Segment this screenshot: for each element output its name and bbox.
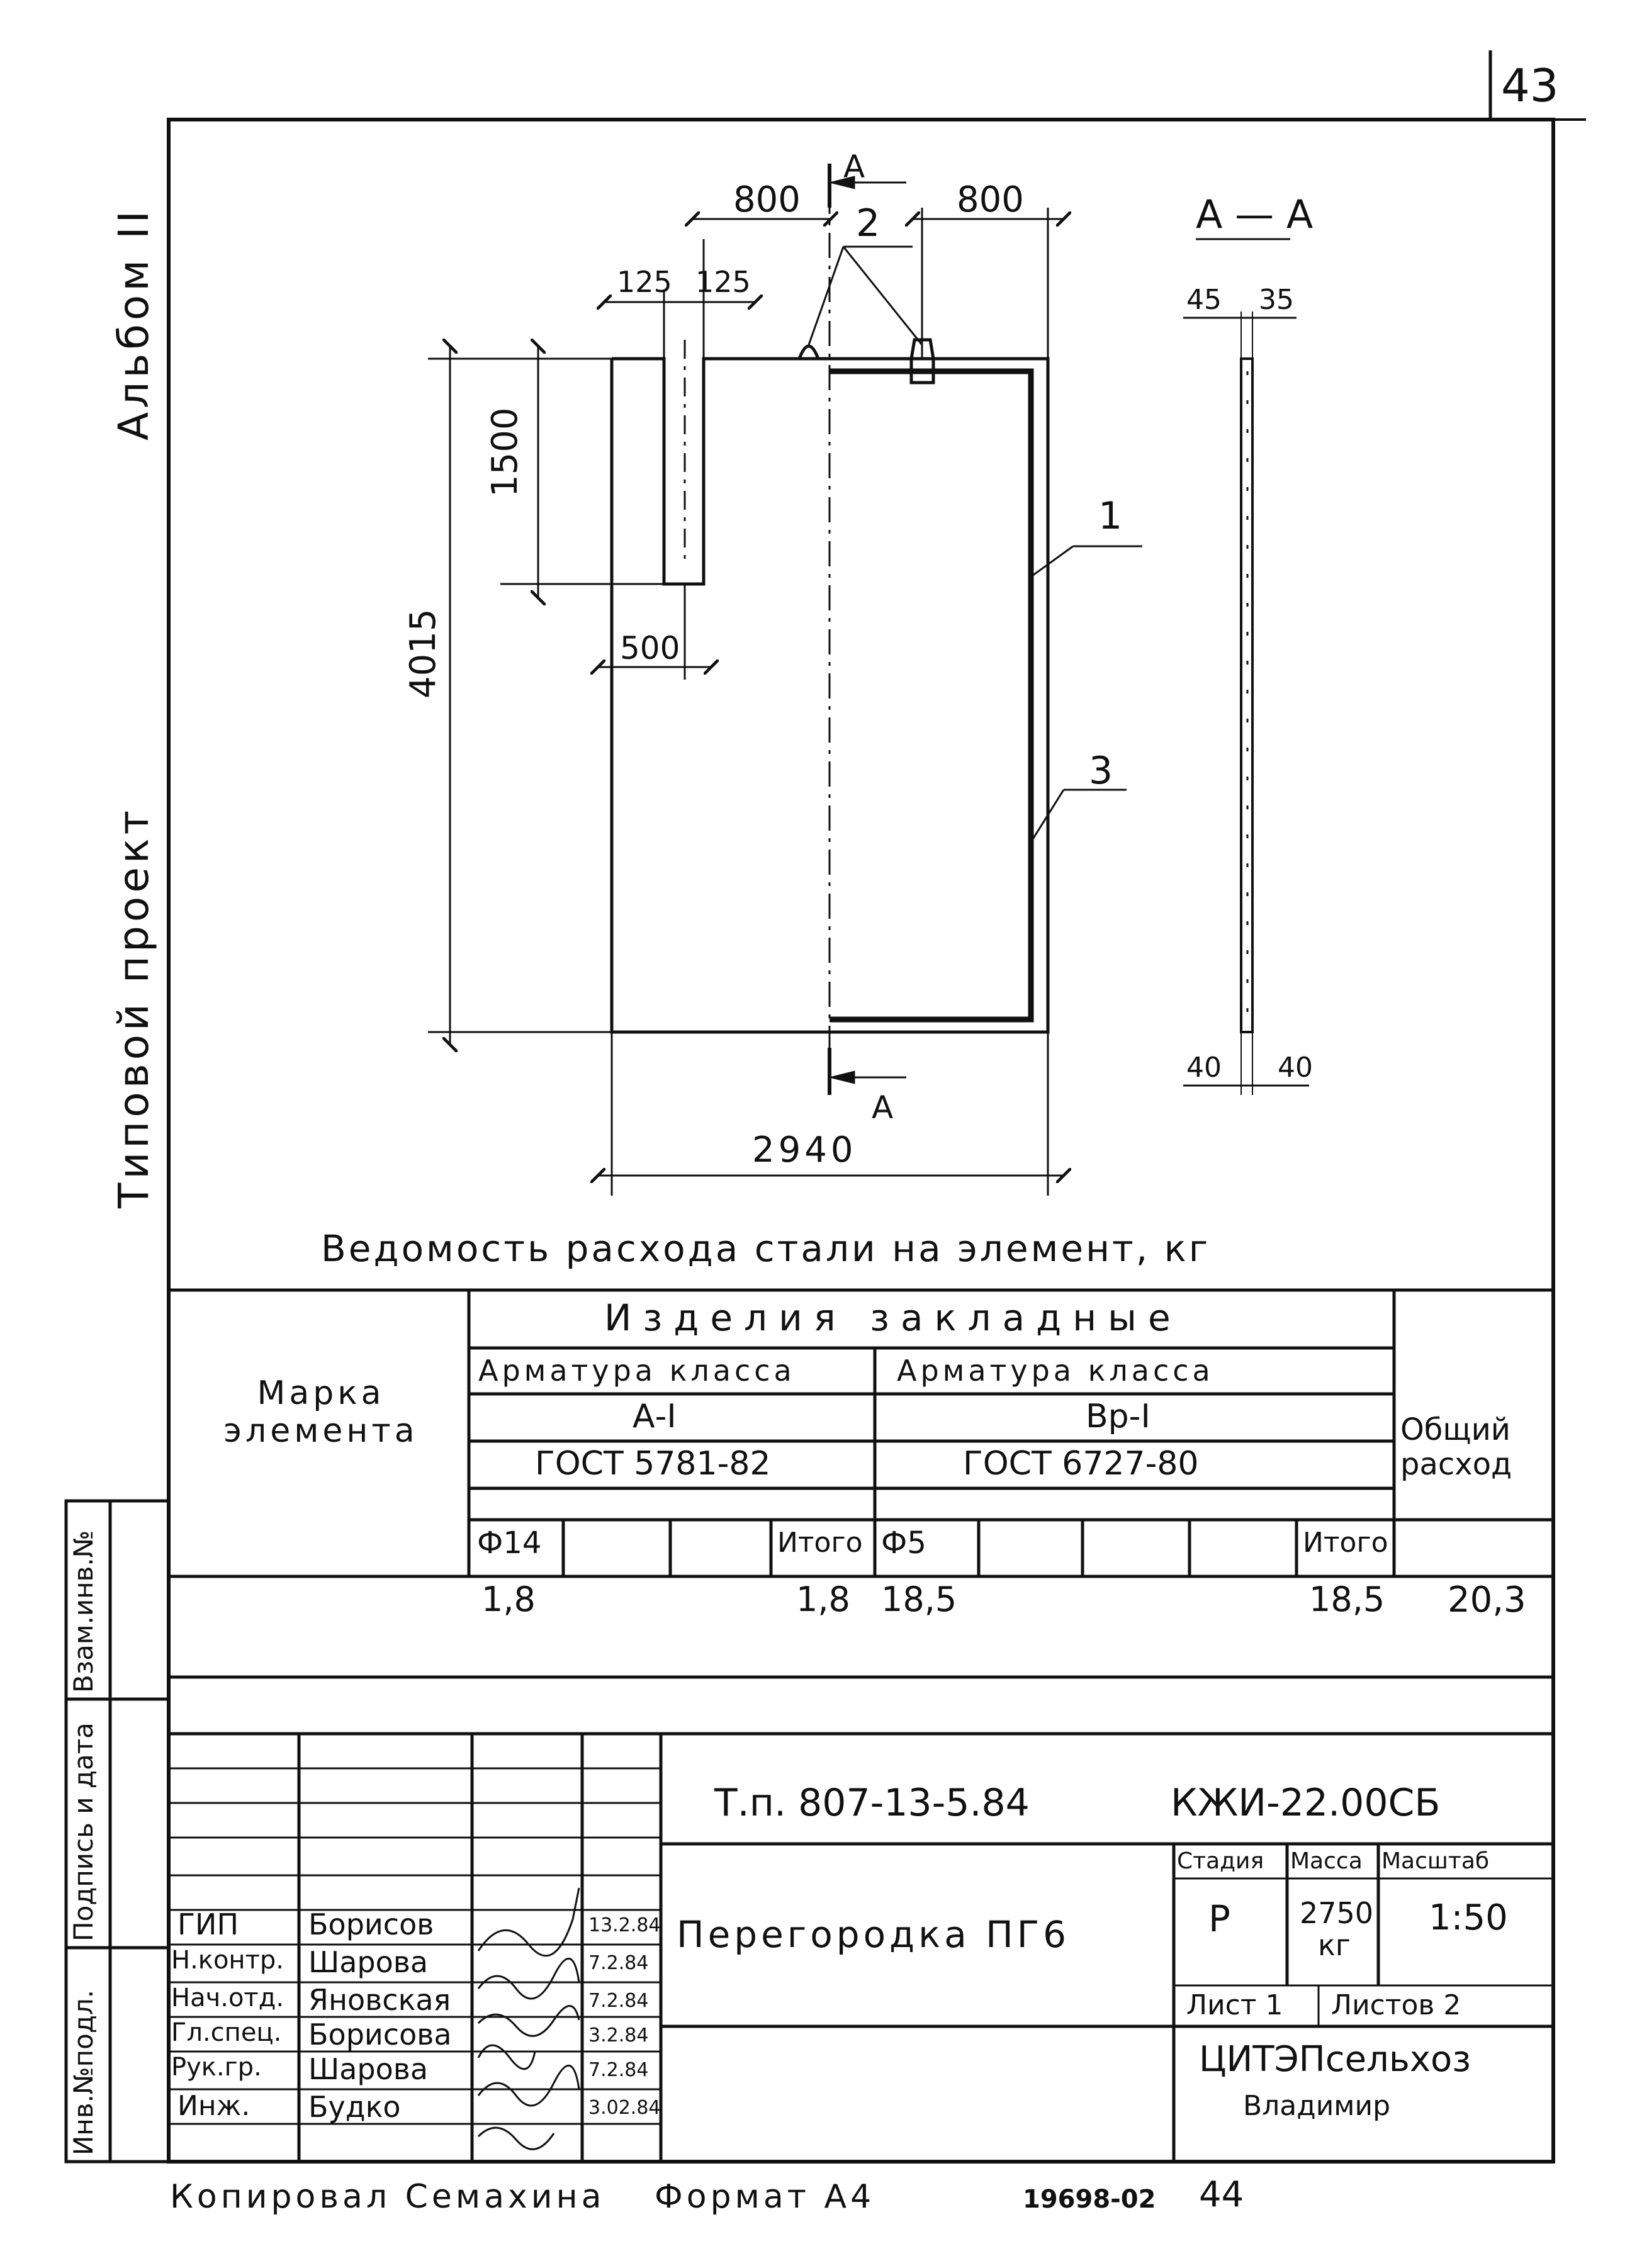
sheet-number: Лист 1 [1186, 1989, 1283, 2021]
person-2: Яновская [308, 1983, 451, 2017]
sub-itogo-left: Итого [777, 1527, 863, 1559]
role-2: Нач.отд. [171, 1984, 284, 2013]
dimension-lines [428, 208, 1142, 1196]
mass-header: Масса [1290, 1848, 1363, 1874]
callout-3: 3 [1089, 749, 1113, 793]
role-5: Инж. [177, 2090, 250, 2122]
dim-40-a: 40 [1186, 1052, 1222, 1084]
embedded-header: Изделия закладные [604, 1296, 1182, 1339]
val-f14: 1,8 [481, 1580, 536, 1619]
date-0: 13.2.84 [588, 1914, 661, 1936]
stage-value: Р [1208, 1897, 1230, 1940]
date-4: 7.2.84 [588, 2059, 649, 2081]
person-0: Борисов [308, 1907, 434, 1941]
signatures [477, 1887, 580, 2150]
footer-format: Формат А4 [655, 2178, 875, 2216]
section-mark-top: А [843, 149, 865, 185]
dim-35: 35 [1259, 284, 1294, 316]
section-title: А — А [1196, 191, 1314, 237]
date-5: 3.02.84 [588, 2097, 661, 2119]
dim-800-left: 800 [733, 179, 801, 220]
sheets-total: Листов 2 [1331, 1989, 1461, 2021]
album-label: Альбом II [110, 206, 158, 441]
val-itogo-left: 1,8 [796, 1580, 850, 1619]
section-arrows [828, 164, 906, 1095]
footer-copied: Копировал Семахина [170, 2178, 605, 2216]
armature-right: Арматура класса [897, 1354, 1214, 1388]
class-left: А-I [633, 1398, 677, 1435]
date-2: 7.2.84 [588, 1990, 649, 2012]
person-1: Шарова [308, 1945, 429, 1979]
dim-125-a: 125 [617, 265, 672, 299]
total-header: Общий расход [1400, 1412, 1512, 1483]
dim-800-right: 800 [957, 179, 1024, 220]
sheet-code: КЖИ-22.00СБ [1171, 1781, 1441, 1825]
role-3: Гл.спец. [171, 2018, 282, 2047]
mass-value: 2750 кг [1300, 1896, 1374, 1962]
sub-f5: Ф5 [881, 1525, 926, 1561]
footer-num: 19698-02 [1023, 2185, 1156, 2214]
left-strip-lines [64, 1499, 171, 2164]
role-1: Н.контр. [171, 1946, 284, 1975]
strip-vzam: Взам.инв.№ [68, 1530, 99, 1693]
element-name: Перегородка ПГ6 [677, 1913, 1071, 1956]
date-3: 3.2.84 [588, 2024, 649, 2046]
scale-value: 1:50 [1429, 1897, 1508, 1938]
spec-table-lines [169, 1288, 1553, 1736]
val-total: 20,3 [1448, 1580, 1526, 1620]
mark-header: Марка элемента [223, 1374, 419, 1450]
strip-inv: Инв.№подл. [68, 1989, 99, 2155]
dim-500: 500 [620, 630, 680, 666]
sub-itogo-right: Итого [1303, 1527, 1388, 1559]
org-name: ЦИТЭПсельхоз [1199, 2039, 1471, 2080]
class-right: Вр-I [1086, 1398, 1150, 1435]
section-mark-bottom: А [872, 1089, 894, 1126]
armature-left: Арматура класса [478, 1354, 796, 1388]
val-f5: 18,5 [881, 1580, 957, 1619]
footer-page: 44 [1199, 2174, 1244, 2215]
sub-f14: Ф14 [477, 1525, 542, 1561]
dim-45: 45 [1186, 284, 1222, 316]
gost-right: ГОСТ 6727-80 [963, 1445, 1199, 1483]
project-label: Типовой проект [110, 806, 158, 1208]
spec-title: Ведомость расхода стали на элемент, кг [321, 1227, 1211, 1270]
person-4: Шарова [308, 2052, 429, 2086]
person-3: Борисова [308, 2018, 452, 2052]
person-5: Будко [308, 2090, 401, 2124]
doc-code: Т.п. 807-13-5.84 [714, 1781, 1030, 1825]
scale-header: Масштаб [1381, 1848, 1490, 1874]
role-0: ГИП [177, 1907, 239, 1941]
org-city: Владимир [1243, 2090, 1391, 2122]
page-number: 43 [1501, 59, 1559, 112]
callout-1: 1 [1098, 494, 1123, 538]
dim-1500: 1500 [485, 407, 526, 497]
strip-sign: Подпись и дата [68, 1722, 99, 1941]
val-itogo-right: 18,5 [1309, 1580, 1385, 1619]
dim-2940: 2940 [752, 1130, 857, 1170]
date-1: 7.2.84 [588, 1952, 649, 1974]
outer-frame [167, 118, 1555, 2164]
role-4: Рук.гр. [171, 2053, 262, 2082]
dim-4015: 4015 [403, 609, 444, 699]
stage-header: Стадия [1177, 1848, 1264, 1874]
gost-left: ГОСТ 5781-82 [535, 1445, 771, 1483]
dim-40-b: 40 [1278, 1052, 1313, 1084]
section-a-a [1183, 238, 1309, 1095]
callout-2: 2 [856, 201, 880, 245]
dim-125-b: 125 [695, 265, 751, 299]
